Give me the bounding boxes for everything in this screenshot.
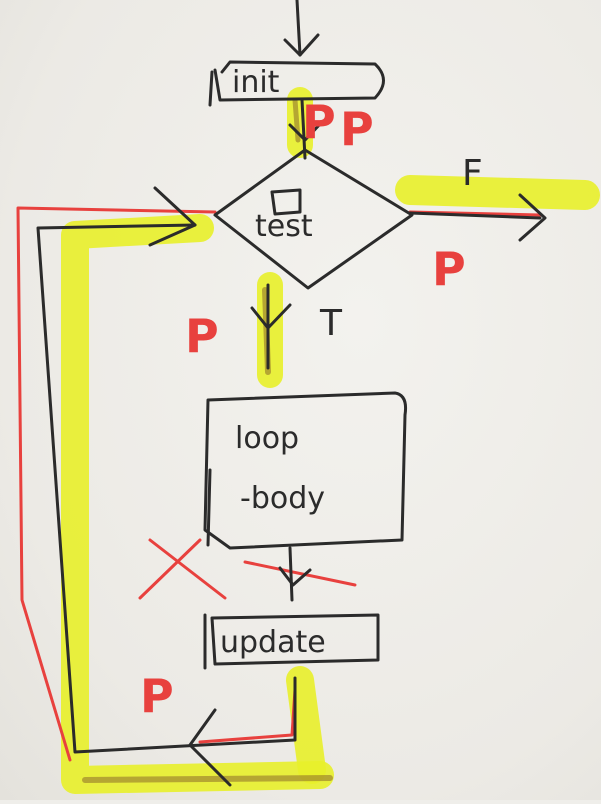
loop-body-label-line2: -body xyxy=(240,481,325,516)
test-decision-node: test xyxy=(213,148,414,290)
init-node: init xyxy=(208,60,385,107)
path-mark-p: P xyxy=(185,309,219,363)
highlight-path xyxy=(61,87,600,794)
path-mark-p: P xyxy=(140,669,174,723)
test-label: test xyxy=(255,209,313,244)
path-mark-p: P xyxy=(432,242,466,296)
flow-edges xyxy=(36,0,547,787)
false-branch-label: F xyxy=(462,153,483,194)
loop-body-label-line1: loop xyxy=(235,421,299,456)
update-label: update xyxy=(220,625,326,660)
path-mark-p: P xyxy=(340,102,374,156)
init-label: init xyxy=(232,65,280,100)
update-node: update xyxy=(203,613,380,670)
true-branch-label: T xyxy=(319,303,343,344)
loop-body-node: loop -body xyxy=(203,391,407,550)
path-mark-p: P xyxy=(302,95,336,149)
